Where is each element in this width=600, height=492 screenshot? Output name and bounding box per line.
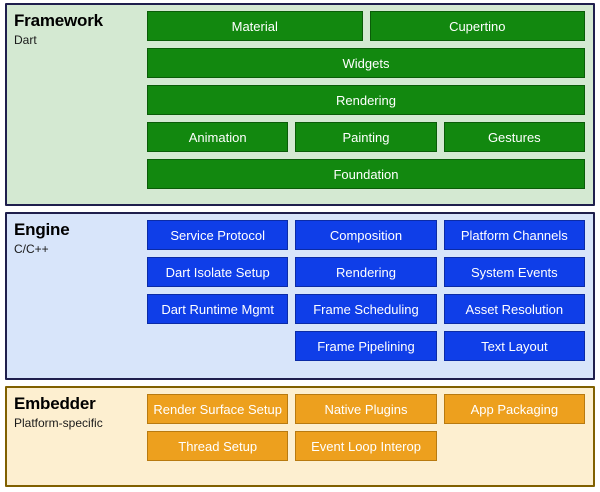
layer-embedder: Embedder Platform-specific Render Surfac…: [5, 386, 595, 487]
box-dart-isolate-setup[interactable]: Dart Isolate Setup: [147, 257, 289, 287]
layer-engine: Engine C/C++ Service Protocol Compositio…: [5, 212, 595, 380]
layer-embedder-subtitle: Platform-specific: [14, 416, 103, 430]
box-frame-scheduling[interactable]: Frame Scheduling: [295, 294, 437, 324]
layer-framework-body: Material Cupertino Widgets Rendering Ani…: [147, 5, 593, 195]
embedder-row-2: Thread Setup Event Loop Interop: [147, 431, 585, 461]
box-platform-channels[interactable]: Platform Channels: [443, 220, 585, 250]
engine-row-3: Dart Runtime Mgmt Frame Scheduling Asset…: [147, 294, 585, 324]
box-widgets[interactable]: Widgets: [147, 48, 585, 78]
embedder-row-1: Render Surface Setup Native Plugins App …: [147, 394, 585, 424]
layer-embedder-body: Render Surface Setup Native Plugins App …: [147, 388, 593, 467]
framework-row-3: Rendering: [147, 85, 585, 115]
box-painting[interactable]: Painting: [295, 122, 437, 152]
box-gestures[interactable]: Gestures: [443, 122, 585, 152]
box-material[interactable]: Material: [147, 11, 363, 41]
framework-row-4: Animation Painting Gestures: [147, 122, 585, 152]
box-dart-runtime-mgmt[interactable]: Dart Runtime Mgmt: [147, 294, 289, 324]
layer-engine-title: Engine: [14, 220, 70, 239]
box-rendering-engine[interactable]: Rendering: [295, 257, 437, 287]
box-rendering-framework[interactable]: Rendering: [147, 85, 585, 115]
box-native-plugins[interactable]: Native Plugins: [295, 394, 437, 424]
box-asset-resolution[interactable]: Asset Resolution: [443, 294, 585, 324]
layer-engine-subtitle: C/C++: [14, 242, 49, 256]
engine-row-2: Dart Isolate Setup Rendering System Even…: [147, 257, 585, 287]
box-render-surface-setup[interactable]: Render Surface Setup: [147, 394, 289, 424]
engine-row-4: Frame Pipelining Text Layout: [147, 331, 586, 361]
layer-framework-subtitle: Dart: [14, 33, 37, 47]
box-thread-setup[interactable]: Thread Setup: [147, 431, 289, 461]
layer-embedder-header: Embedder Platform-specific: [7, 388, 147, 431]
box-animation[interactable]: Animation: [147, 122, 289, 152]
layer-engine-body: Service Protocol Composition Platform Ch…: [147, 214, 593, 367]
framework-row-5: Foundation: [147, 159, 585, 189]
layer-framework-title: Framework: [14, 11, 103, 30]
box-cupertino[interactable]: Cupertino: [369, 11, 585, 41]
layer-framework-header: Framework Dart: [7, 5, 147, 48]
box-composition[interactable]: Composition: [295, 220, 437, 250]
box-app-packaging[interactable]: App Packaging: [443, 394, 585, 424]
box-foundation[interactable]: Foundation: [147, 159, 585, 189]
embedder-row-2-spacer: [444, 431, 585, 461]
box-service-protocol[interactable]: Service Protocol: [147, 220, 289, 250]
box-frame-pipelining[interactable]: Frame Pipelining: [295, 331, 437, 361]
framework-row-1: Material Cupertino: [147, 11, 585, 41]
engine-row-1: Service Protocol Composition Platform Ch…: [147, 220, 585, 250]
framework-row-2: Widgets: [147, 48, 585, 78]
layer-embedder-title: Embedder: [14, 394, 96, 413]
engine-row-4-spacer: [147, 331, 288, 361]
box-event-loop-interop[interactable]: Event Loop Interop: [295, 431, 437, 461]
layer-framework: Framework Dart Material Cupertino Widget…: [5, 3, 595, 206]
box-system-events[interactable]: System Events: [443, 257, 585, 287]
layer-engine-header: Engine C/C++: [7, 214, 147, 257]
box-text-layout[interactable]: Text Layout: [443, 331, 586, 361]
